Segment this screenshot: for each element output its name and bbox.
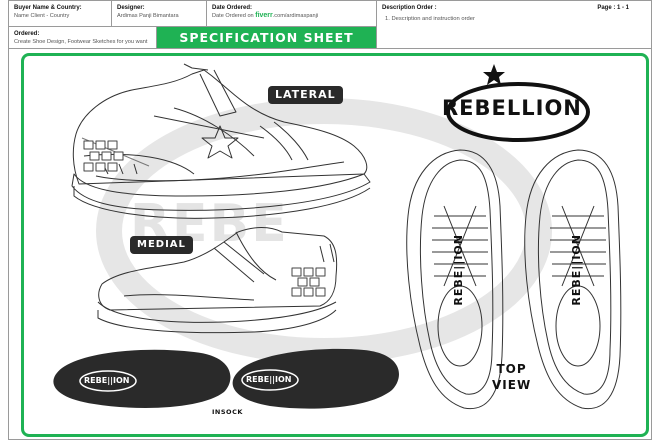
ordered-value: Create Shoe Design, Footwear Sketches fo… [14,39,148,45]
tongue-text-right: REBE||ION [570,234,583,306]
description-label: Description Order : [382,5,437,11]
medial-shoe-sketch [97,227,338,334]
buyer-label: Buyer Name & Country: [14,5,82,11]
lateral-label: LATERAL [268,86,343,104]
medial-label: MEDIAL [130,236,193,254]
top-view-label: TOP VIEW [492,361,531,393]
buyer-value: Name Client - Country [14,13,70,19]
lateral-shoe-sketch [71,63,371,219]
designer-label: Designer: [117,5,145,11]
top-view-left-sketch [406,149,504,410]
description-item: 1. Description and instruction order [385,16,475,22]
sheet-title: SPECIFICATION SHEET [179,30,354,45]
designer-cell: Designer: Ardimas Panji Bimantara [112,1,207,27]
insole-shapes [53,348,399,409]
page-number: Page : 1 - 1 [597,5,629,11]
header-table: Buyer Name & Country: Name Client - Coun… [9,1,651,49]
insole-logo-left: REBE||ION [84,376,130,385]
ordered-cell: Ordered: Create Shoe Design, Footwear Sk… [9,27,157,49]
sketch-layer [53,63,622,410]
date-label: Date Ordered: [212,5,253,11]
insole-logo-right: REBE||ION [246,375,292,384]
brand-logo: REBELLION [440,82,590,146]
buyer-cell: Buyer Name & Country: Name Client - Coun… [9,1,112,27]
top-view-line1: TOP [496,362,527,376]
designer-value: Ardimas Panji Bimantara [117,13,179,19]
date-value: Date Ordered on fiverr.com/ardimaspanji [212,12,371,20]
description-cell: Description Order : Page : 1 - 1 1. Desc… [377,1,651,49]
tongue-text-left: REBE||ION [452,234,465,306]
spec-sheet: Buyer Name & Country: Name Client - Coun… [8,0,652,440]
date-prefix: Date Ordered on [212,13,254,19]
drawing-canvas: REBE [21,53,649,437]
fiverr-logo: fiverr [255,12,273,19]
ordered-label: Ordered: [14,31,40,37]
date-cell: Date Ordered: Date Ordered on fiverr.com… [207,1,377,27]
sheet-title-banner: SPECIFICATION SHEET [157,27,377,49]
brand-logo-mark [446,64,590,142]
insock-label: INSOCK [212,408,243,416]
date-suffix: .com/ardimaspanji [272,13,319,19]
brand-logo-text: REBELLION [442,96,582,120]
top-view-right-sketch [524,149,622,410]
top-view-line2: VIEW [492,378,532,392]
